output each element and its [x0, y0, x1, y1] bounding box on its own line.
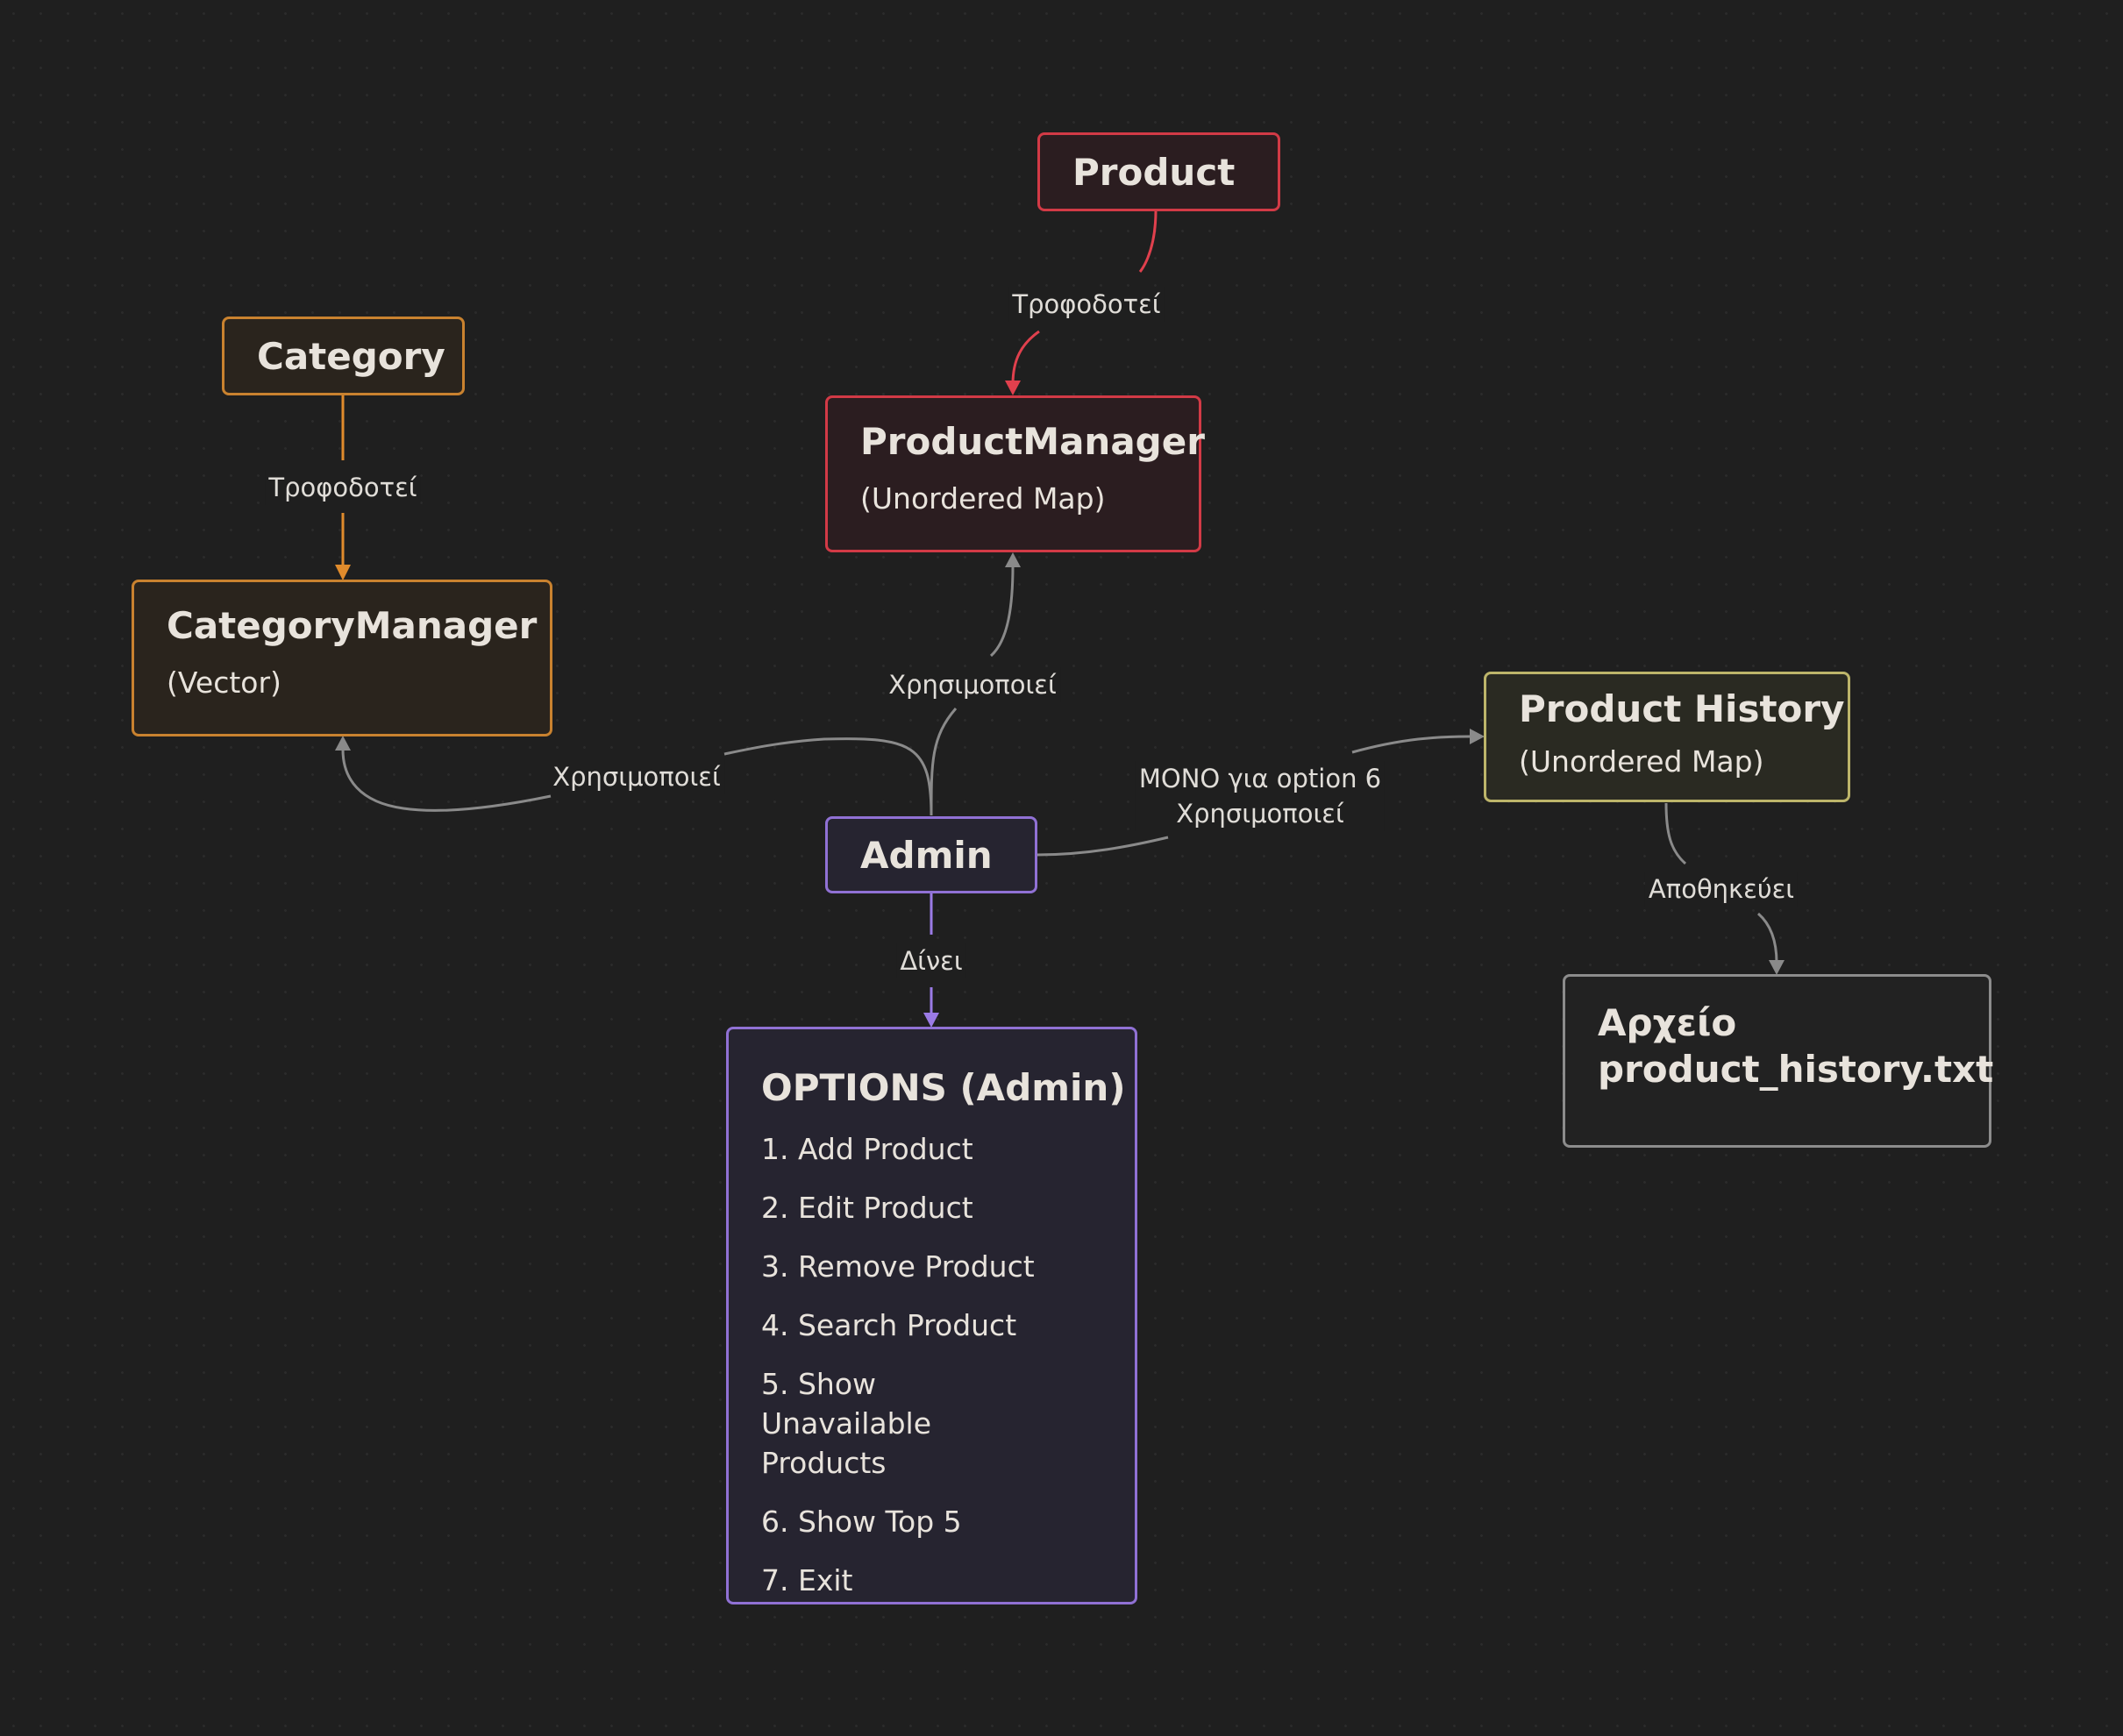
edge-label-history-stores: Αποθηκεύει [1644, 872, 1799, 907]
node-options[interactable]: OPTIONS (Admin) 1. Add Product 2. Edit P… [726, 1027, 1137, 1604]
node-producthistory-title: Product History [1519, 687, 1845, 730]
node-historyfile-title: Αρχείο product_history.txt [1598, 1001, 1994, 1091]
edge-label-admin-uses-history: MONO για option 6 Χρησιμοποιεί [1135, 761, 1386, 831]
edge-label-history-line1: MONO για option 6 [1138, 764, 1382, 793]
node-historyfile[interactable]: Αρχείο product_history.txt [1563, 974, 1994, 1148]
node-categorymanager[interactable]: CategoryManager (Vector) [132, 580, 552, 736]
node-admin[interactable]: Admin [825, 816, 1037, 893]
options-list: 1. Add Product 2. Edit Product 3. Remove… [761, 1129, 1102, 1600]
edge-admin-to-categorymanager [335, 736, 933, 816]
node-categorymanager-title: CategoryManager [167, 604, 538, 647]
edge-label-admin-uses-categorymanager: Χρησιμοποιεί [549, 759, 724, 794]
edge-label-admin-uses-productmanager: Χρησιμοποιεί [885, 667, 1060, 702]
edge-label-category-feeds: Τροφοδοτεί [265, 470, 421, 505]
option-item-6: 6. Show Top 5 [761, 1505, 962, 1539]
edge-product-to-productmanager [1005, 210, 1158, 395]
node-categorymanager-subtitle: (Vector) [167, 665, 281, 700]
option-item-1: 1. Add Product [761, 1132, 973, 1166]
edge-label-history-line2: Χρησιμοποιεί [1176, 799, 1344, 829]
edge-admin-to-options [923, 893, 939, 1028]
edge-producthistory-to-file [1664, 802, 1785, 975]
option-item-3: 3. Remove Product [761, 1249, 1035, 1284]
option-item-2: 2. Edit Product [761, 1191, 973, 1225]
node-productmanager[interactable]: ProductManager (Unordered Map) [825, 395, 1205, 552]
node-producthistory[interactable]: Product History (Unordered Map) [1484, 672, 1850, 802]
node-product[interactable]: Product [1037, 132, 1280, 211]
node-category-title: Category [257, 335, 445, 378]
node-producthistory-subtitle: (Unordered Map) [1519, 744, 1764, 779]
edge-category-to-categorymanager [335, 395, 351, 580]
node-options-title: OPTIONS (Admin) [761, 1066, 1126, 1109]
edge-admin-to-producthistory [1036, 729, 1485, 857]
option-item-5: 5. Show Unavailable Products [761, 1367, 932, 1480]
option-item-7: 7. Exit [761, 1563, 853, 1597]
node-admin-title: Admin [860, 834, 993, 877]
node-productmanager-subtitle: (Unordered Map) [860, 481, 1106, 516]
node-product-title: Product [1072, 151, 1236, 194]
edge-label-admin-gives-options: Δίνει [896, 943, 966, 978]
option-item-4: 4. Search Product [761, 1308, 1017, 1342]
node-category[interactable]: Category [222, 317, 465, 395]
edge-label-product-feeds: Τροφοδοτεί [1008, 287, 1165, 322]
node-productmanager-title: ProductManager [860, 420, 1205, 463]
